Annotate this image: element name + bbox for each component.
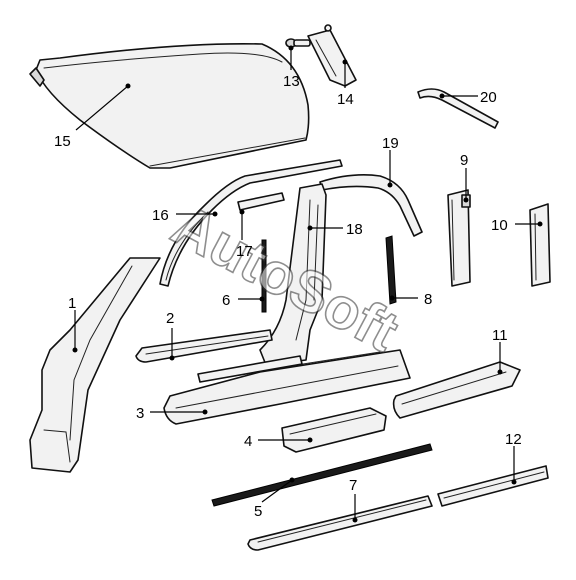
part-small-bolt [285, 38, 311, 48]
part-small-bracket [237, 192, 285, 211]
part-seal-strip-right [385, 235, 397, 305]
callout-1: 1 [68, 295, 76, 312]
callout-18: 18 [346, 221, 363, 238]
callout-7: 7 [349, 477, 357, 494]
callout-leaders [72, 45, 543, 523]
callout-8: 8 [424, 291, 432, 308]
part-corner-panel [307, 24, 357, 87]
part-front-roof-rail [159, 159, 343, 287]
callout-11: 11 [492, 327, 508, 344]
part-inner-sill [281, 407, 387, 453]
part-roof-panel [29, 42, 310, 169]
callout-15: 15 [54, 133, 71, 150]
callout-labels: 1 2 3 4 5 6 7 8 9 10 11 12 13 14 15 16 1… [54, 73, 522, 520]
part-rear-strip-9 [447, 189, 471, 287]
part-a-pillar [29, 257, 161, 473]
part-rear-roof-rail [319, 174, 423, 237]
part-long-seal [211, 443, 433, 507]
callout-12: 12 [505, 431, 522, 448]
callout-10: 10 [491, 217, 508, 234]
callout-3: 3 [136, 405, 144, 422]
part-rocker-panel-right [392, 361, 521, 419]
callout-16: 16 [152, 207, 169, 224]
callout-14: 14 [337, 91, 354, 108]
callout-5: 5 [254, 503, 262, 520]
callout-19: 19 [382, 135, 399, 152]
callout-17: 17 [236, 243, 253, 260]
callout-6: 6 [222, 292, 230, 309]
callout-4: 4 [244, 433, 252, 450]
part-rear-strip-10 [529, 203, 551, 287]
callout-9: 9 [460, 152, 468, 169]
part-rocker-panel-left [163, 349, 411, 425]
part-sill-molding [135, 329, 273, 363]
part-rear-lower-molding [437, 465, 549, 507]
part-lower-molding [247, 495, 433, 551]
part-drip-strip [417, 88, 499, 129]
callout-20: 20 [480, 89, 497, 106]
callout-13: 13 [283, 73, 300, 90]
callout-2: 2 [166, 310, 174, 327]
part-seal-strip-left [261, 239, 267, 313]
